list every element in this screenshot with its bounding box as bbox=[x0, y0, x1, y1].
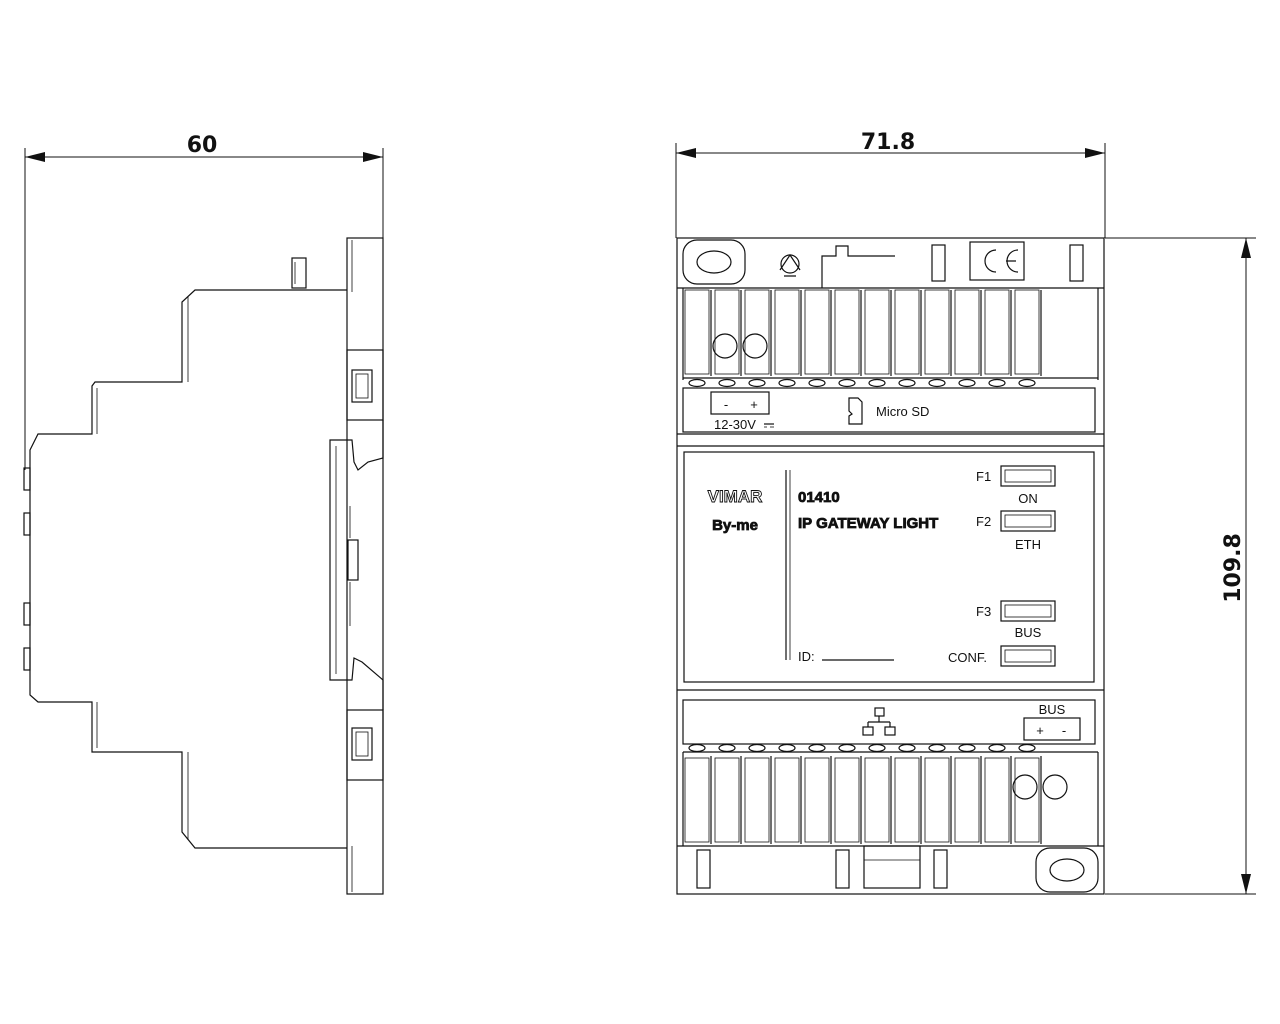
side-width-dimension: 60 bbox=[24, 133, 384, 470]
terminal-slot bbox=[924, 757, 950, 843]
terminal-screw bbox=[928, 378, 946, 388]
terminal-screw bbox=[688, 743, 706, 753]
brand-logo: VIMAR bbox=[708, 487, 763, 506]
id-label: ID: bbox=[798, 649, 815, 664]
series-logo: By-me bbox=[712, 517, 758, 534]
terminal-screw bbox=[958, 378, 976, 388]
terminal-screw bbox=[778, 378, 796, 388]
terminal-slot bbox=[774, 757, 800, 843]
screw-slot-top bbox=[682, 239, 746, 285]
power-plus-label: + bbox=[750, 397, 758, 412]
terminal-screw bbox=[748, 378, 766, 388]
terminal-screw bbox=[838, 378, 856, 388]
terminal-slot bbox=[834, 289, 860, 375]
f2-label: F2 bbox=[976, 514, 991, 529]
side-width-value: 60 bbox=[187, 133, 218, 158]
power-voltage-label: 12-30V bbox=[714, 417, 756, 432]
terminal-slot bbox=[924, 289, 950, 375]
terminal-slot bbox=[714, 757, 740, 843]
terminal-screw bbox=[958, 743, 976, 753]
terminal-slot bbox=[894, 757, 920, 843]
bus-terminal-title: BUS bbox=[1039, 702, 1066, 717]
terminal-slot bbox=[954, 757, 980, 843]
terminal-screw bbox=[988, 743, 1006, 753]
f2-led bbox=[1000, 510, 1056, 532]
terminal-screw bbox=[838, 743, 856, 753]
front-height-value: 109.8 bbox=[1221, 533, 1246, 603]
terminal-slot bbox=[984, 289, 1010, 375]
terminal-screw bbox=[718, 743, 736, 753]
bus-minus-label: - bbox=[1062, 723, 1066, 738]
f3-label: F3 bbox=[976, 604, 991, 619]
front-view: 71.8 109.8 bbox=[675, 130, 1256, 895]
conf-label: CONF. bbox=[948, 650, 987, 665]
front-height-dimension: 109.8 bbox=[1105, 237, 1256, 895]
terminal-screw bbox=[808, 378, 826, 388]
terminal-slot bbox=[834, 757, 860, 843]
terminal-screw bbox=[778, 743, 796, 753]
terminal-screw bbox=[898, 743, 916, 753]
terminal-screw bbox=[748, 743, 766, 753]
bus-plus-label: + bbox=[1036, 723, 1044, 738]
terminal-screw bbox=[688, 378, 706, 388]
power-sd-strip: - + 12-30V Micro SD bbox=[677, 387, 1104, 435]
f1-led bbox=[1000, 465, 1056, 487]
bus-terminal bbox=[1023, 717, 1081, 741]
dc-symbol-icon bbox=[764, 423, 774, 428]
terminal-screw bbox=[808, 743, 826, 753]
ethernet-network-icon bbox=[862, 707, 896, 736]
terminal-slot bbox=[684, 757, 710, 843]
terminal-slot bbox=[864, 757, 890, 843]
terminal-slot bbox=[954, 289, 980, 375]
ce-mark-icon bbox=[969, 241, 1025, 281]
terminal-screw bbox=[1018, 378, 1036, 388]
side-view: 60 bbox=[23, 133, 384, 895]
sd-label: Micro SD bbox=[876, 404, 929, 419]
din-release-tab bbox=[863, 845, 921, 889]
microsd-card-icon bbox=[848, 397, 863, 425]
power-terminal bbox=[710, 391, 770, 415]
terminal-slot bbox=[774, 289, 800, 375]
housing-outline bbox=[676, 237, 1105, 895]
terminal-slot bbox=[804, 289, 830, 375]
terminal-screw bbox=[718, 378, 736, 388]
product-name: IP GATEWAY LIGHT bbox=[798, 515, 938, 532]
din-clip-body bbox=[346, 237, 384, 895]
recycling-symbol-icon bbox=[779, 253, 801, 277]
side-pins bbox=[23, 467, 31, 671]
terminal-screw bbox=[898, 378, 916, 388]
f1-label: F1 bbox=[976, 469, 991, 484]
screw-slot-bottom bbox=[1035, 847, 1099, 893]
f1-led-label: ON bbox=[1018, 491, 1038, 506]
terminal-slot bbox=[744, 289, 770, 375]
terminal-slot bbox=[714, 289, 740, 375]
power-minus-label: - bbox=[724, 397, 728, 412]
terminal-screw bbox=[988, 378, 1006, 388]
ethernet-bus-strip: BUS + - bbox=[682, 699, 1096, 745]
conf-button bbox=[1000, 645, 1056, 667]
top-terminal-block bbox=[682, 288, 1099, 388]
terminal-slot bbox=[1014, 289, 1040, 375]
terminal-slot bbox=[984, 757, 1010, 843]
front-panel: VIMAR By-me 01410 IP GATEWAY LIGHT ID: F… bbox=[677, 445, 1104, 691]
product-code: 01410 bbox=[798, 489, 840, 506]
terminal-slot bbox=[1014, 757, 1040, 843]
terminal-screw bbox=[1018, 743, 1036, 753]
terminal-slot bbox=[894, 289, 920, 375]
bottom-terminal-block bbox=[677, 743, 1104, 847]
front-width-dimension: 71.8 bbox=[675, 130, 1106, 238]
front-width-value: 71.8 bbox=[861, 130, 915, 155]
terminal-slot bbox=[864, 289, 890, 375]
terminal-slot bbox=[684, 289, 710, 375]
terminal-screw bbox=[868, 378, 886, 388]
terminal-slot bbox=[744, 757, 770, 843]
terminal-screw bbox=[868, 743, 886, 753]
f3-led bbox=[1000, 600, 1056, 622]
f3-led-label: BUS bbox=[1015, 625, 1042, 640]
f2-led-label: ETH bbox=[1015, 537, 1041, 552]
housing-profile bbox=[29, 289, 347, 849]
terminal-slot bbox=[804, 757, 830, 843]
terminal-screw bbox=[928, 743, 946, 753]
